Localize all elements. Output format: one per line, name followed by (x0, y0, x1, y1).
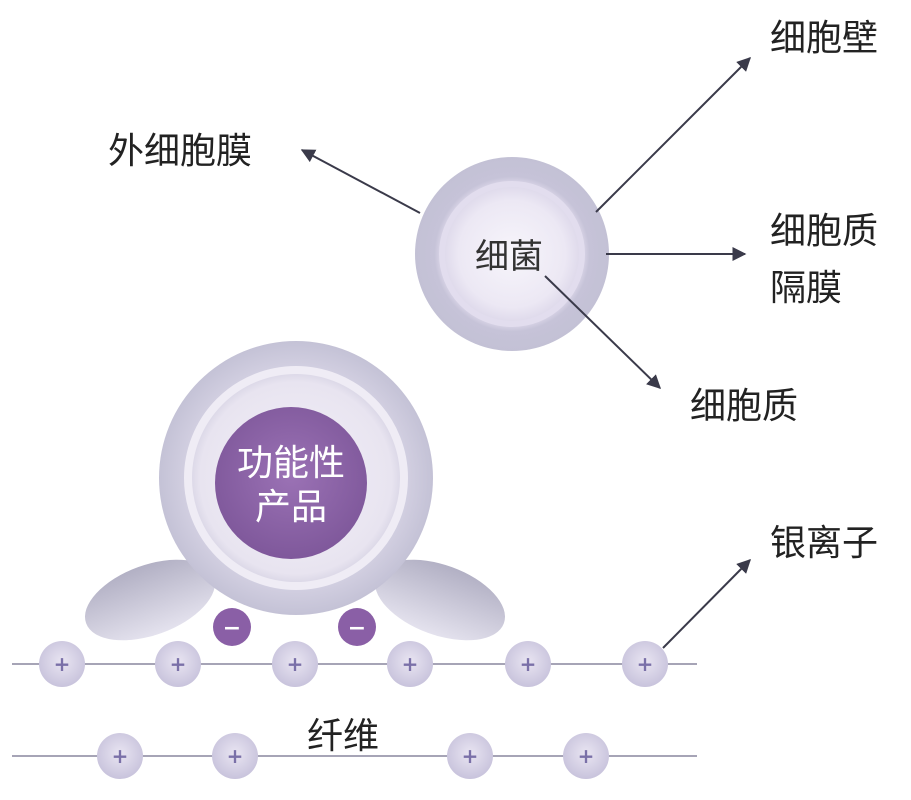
positive-sign: + (112, 744, 129, 768)
positive-ion-target: + (622, 641, 668, 687)
arrow-outer-membrane (300, 149, 421, 214)
positive-ion: + (39, 641, 85, 687)
positive-ion: + (272, 641, 318, 687)
outer-membrane-label: 外细胞膜 (108, 131, 252, 172)
positive-ion: + (505, 641, 551, 687)
arrow-cell-wall (595, 57, 751, 213)
bacteria-label: 细菌 (475, 237, 543, 277)
product-label-line2: 产品 (255, 487, 327, 528)
right-wing (374, 559, 506, 641)
negative-sign: − (223, 616, 241, 641)
silver-ion-label: 银离子 (770, 523, 878, 564)
positive-ion: + (97, 733, 143, 779)
cytoplasm-label: 细胞质 (690, 386, 798, 427)
membrane-label-line2: 隔膜 (770, 268, 842, 309)
bacteria-inner-ring (439, 181, 585, 327)
positive-sign: + (520, 652, 537, 676)
positive-ion: + (387, 641, 433, 687)
product-inner-ring (184, 366, 408, 590)
fiber-label: 纤维 (307, 716, 379, 757)
positive-sign: + (402, 652, 419, 676)
negative-ion: − (338, 608, 376, 646)
positive-sign: + (227, 744, 244, 768)
positive-ion: + (447, 733, 493, 779)
arrow-cytoplasm (544, 275, 662, 389)
product-core (215, 407, 367, 559)
positive-sign: + (170, 652, 187, 676)
positive-sign: + (287, 652, 304, 676)
product-label-line1: 功能性 (237, 443, 345, 484)
cell-wall-label: 细胞壁 (770, 18, 878, 59)
left-wing (84, 559, 216, 641)
positive-sign: + (637, 652, 654, 676)
positive-ion: + (155, 641, 201, 687)
arrow-silver-ion (662, 559, 751, 649)
negative-ion: − (213, 608, 251, 646)
positive-ion: + (212, 733, 258, 779)
positive-ion: + (563, 733, 609, 779)
negative-sign: − (348, 616, 366, 641)
positive-sign: + (462, 744, 479, 768)
membrane-label-line1: 细胞质 (770, 211, 878, 252)
positive-sign: + (54, 652, 71, 676)
positive-sign: + (578, 744, 595, 768)
